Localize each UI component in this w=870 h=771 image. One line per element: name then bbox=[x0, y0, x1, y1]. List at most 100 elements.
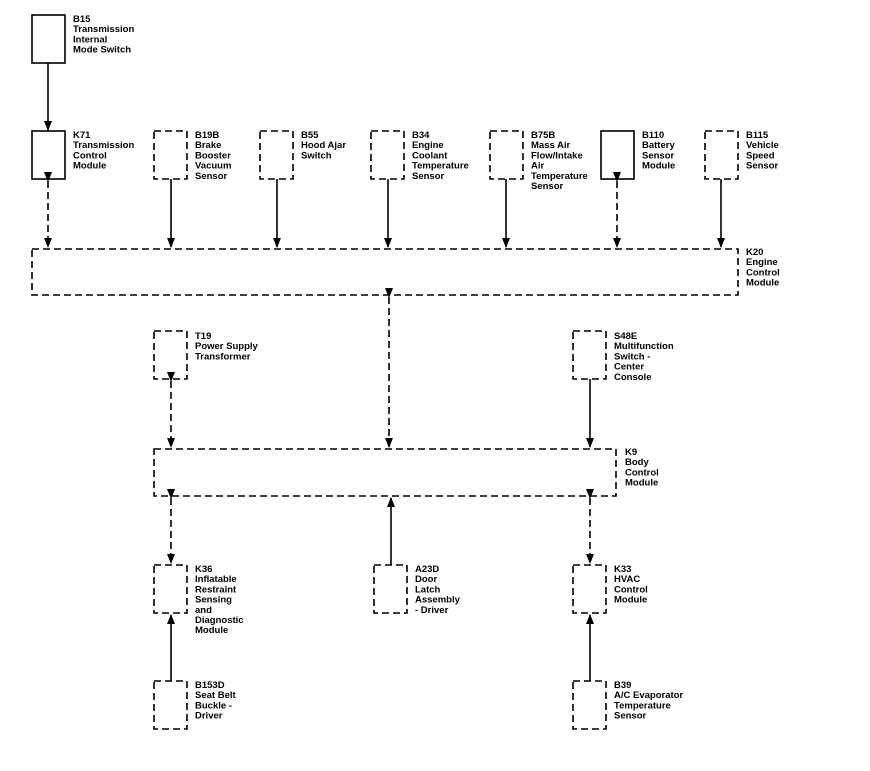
b75b-label: B75B Mass Air Flow/Intake Air Temperatur… bbox=[531, 130, 590, 192]
s48e-label-line: Console bbox=[614, 372, 651, 383]
b75b-label-line: Flow/Intake bbox=[531, 150, 583, 161]
k36-label-line: Restraint bbox=[195, 584, 237, 595]
s48e-label-line: Center bbox=[614, 362, 644, 373]
b39-box bbox=[572, 680, 607, 730]
k36-label-line: and bbox=[195, 605, 212, 616]
k9-label-line: Body bbox=[625, 457, 649, 468]
b115-label-line: Sensor bbox=[746, 161, 779, 172]
k20-label-line: Engine bbox=[746, 257, 778, 268]
b39-label-line: Temperature bbox=[614, 700, 671, 711]
s48e-label: S48E Multifunction Switch - Center Conso… bbox=[614, 331, 676, 383]
b55-box bbox=[259, 130, 294, 180]
k33-label: K33 HVAC Control Module bbox=[614, 564, 650, 606]
b19b-label-line: Vacuum bbox=[195, 161, 231, 172]
b34-label-line: Coolant bbox=[412, 150, 448, 161]
b19b-label: B19B Brake Booster Vacuum Sensor bbox=[195, 130, 234, 182]
t19-box bbox=[153, 330, 188, 380]
b115-label: B115 Vehicle Speed Sensor bbox=[746, 130, 781, 172]
b153d-label: B153D Seat Belt Buckle - Driver bbox=[195, 680, 238, 722]
b39-label-line: A/C Evaporator bbox=[614, 690, 683, 701]
b153d-box bbox=[153, 680, 188, 730]
b75b-label-line: Mass Air bbox=[531, 140, 571, 151]
b19b-label-line: Brake bbox=[195, 140, 221, 151]
s48e-label-line: S48E bbox=[614, 331, 637, 342]
b19b-label-line: B19B bbox=[195, 130, 219, 141]
b115-label-line: B115 bbox=[746, 130, 769, 141]
k71-label-line: Module bbox=[73, 161, 106, 172]
s48e-box bbox=[572, 330, 607, 380]
b34-label-line: Sensor bbox=[412, 171, 445, 182]
b75b-label-line: Sensor bbox=[531, 181, 564, 192]
k20-label-line: K20 bbox=[746, 247, 763, 258]
k33-label-line: K33 bbox=[614, 564, 631, 575]
k33-label-line: HVAC bbox=[614, 574, 640, 585]
b75b-label-line: Air bbox=[531, 161, 545, 172]
k9-label-line: Control bbox=[625, 467, 659, 478]
k71-label: K71 Transmission Control Module bbox=[73, 130, 137, 172]
b110-box bbox=[600, 130, 635, 180]
a23d-box bbox=[373, 564, 408, 614]
b15-label-line: Mode Switch bbox=[73, 45, 131, 56]
k20-label: K20 Engine Control Module bbox=[746, 247, 782, 289]
a23d-label-line: Assembly bbox=[415, 595, 461, 606]
k36-label-line: Inflatable bbox=[195, 574, 237, 585]
k71-label-line: Control bbox=[73, 150, 107, 161]
t19-label-line: T19 bbox=[195, 331, 211, 342]
b55-label-line: B55 bbox=[301, 130, 319, 141]
k33-label-line: Control bbox=[614, 584, 648, 595]
k36-label-line: Diagnostic bbox=[195, 615, 244, 626]
b55-label-line: Switch bbox=[301, 150, 332, 161]
b19b-label-line: Booster bbox=[195, 150, 231, 161]
k20-label-line: Module bbox=[746, 278, 779, 289]
k20-box bbox=[31, 248, 739, 296]
a23d-label-line: Door bbox=[415, 574, 437, 585]
b39-label: B39 A/C Evaporator Temperature Sensor bbox=[614, 680, 686, 722]
b110-label-line: Sensor bbox=[642, 150, 675, 161]
b110-label-line: B110 bbox=[642, 130, 664, 141]
t19-label-line: Transformer bbox=[195, 351, 251, 362]
a23d-label: A23D Door Latch Assembly - Driver bbox=[415, 564, 463, 616]
b15-box bbox=[31, 14, 66, 64]
b75b-label-line: Temperature bbox=[531, 171, 588, 182]
b55-label: B55 Hood Ajar Switch bbox=[301, 130, 349, 161]
b115-box bbox=[704, 130, 739, 180]
s48e-label-line: Multifunction bbox=[614, 341, 674, 352]
b153d-label-line: B153D bbox=[195, 680, 225, 691]
b34-box bbox=[370, 130, 405, 180]
b19b-label-line: Sensor bbox=[195, 171, 228, 182]
k33-box bbox=[572, 564, 607, 614]
k36-label: K36 Inflatable Restraint Sensing and Dia… bbox=[195, 564, 246, 636]
b34-label: B34 Engine Coolant Temperature Sensor bbox=[412, 130, 471, 182]
b75b-label-line: B75B bbox=[531, 130, 555, 141]
k71-label-line: K71 bbox=[73, 130, 91, 141]
b34-label-line: B34 bbox=[412, 130, 430, 141]
s48e-label-line: Switch - bbox=[614, 351, 650, 362]
t19-label: T19 Power Supply Transformer bbox=[195, 331, 260, 362]
k71-label-line: Transmission bbox=[73, 140, 134, 151]
k9-label-line: K9 bbox=[625, 447, 637, 458]
k9-label-line: Module bbox=[625, 478, 658, 489]
b15-label-line: Transmission bbox=[73, 24, 134, 35]
b39-label-line: Sensor bbox=[614, 711, 647, 722]
b15-label: B15 Transmission Internal Mode Switch bbox=[73, 14, 137, 56]
b19b-box bbox=[153, 130, 188, 180]
b110-label: B110 Battery Sensor Module bbox=[642, 130, 677, 172]
b153d-label-line: Buckle - bbox=[195, 700, 232, 711]
k36-label-line: K36 bbox=[195, 564, 212, 575]
b110-label-line: Module bbox=[642, 161, 675, 172]
a23d-label-line: - Driver bbox=[415, 605, 449, 616]
b34-label-line: Engine bbox=[412, 140, 444, 151]
a23d-label-line: A23D bbox=[415, 564, 439, 575]
k36-box bbox=[153, 564, 188, 614]
k36-label-line: Sensing bbox=[195, 595, 232, 606]
b15-label-line: Internal bbox=[73, 34, 107, 45]
b15-label-line: B15 bbox=[73, 14, 91, 25]
k20-label-line: Control bbox=[746, 267, 780, 278]
b115-label-line: Vehicle bbox=[746, 140, 779, 151]
a23d-label-line: Latch bbox=[415, 584, 441, 595]
b110-label-line: Battery bbox=[642, 140, 675, 151]
t19-label-line: Power Supply bbox=[195, 341, 259, 352]
k36-label-line: Module bbox=[195, 625, 228, 636]
k33-label-line: Module bbox=[614, 595, 647, 606]
b153d-label-line: Seat Belt bbox=[195, 690, 236, 701]
